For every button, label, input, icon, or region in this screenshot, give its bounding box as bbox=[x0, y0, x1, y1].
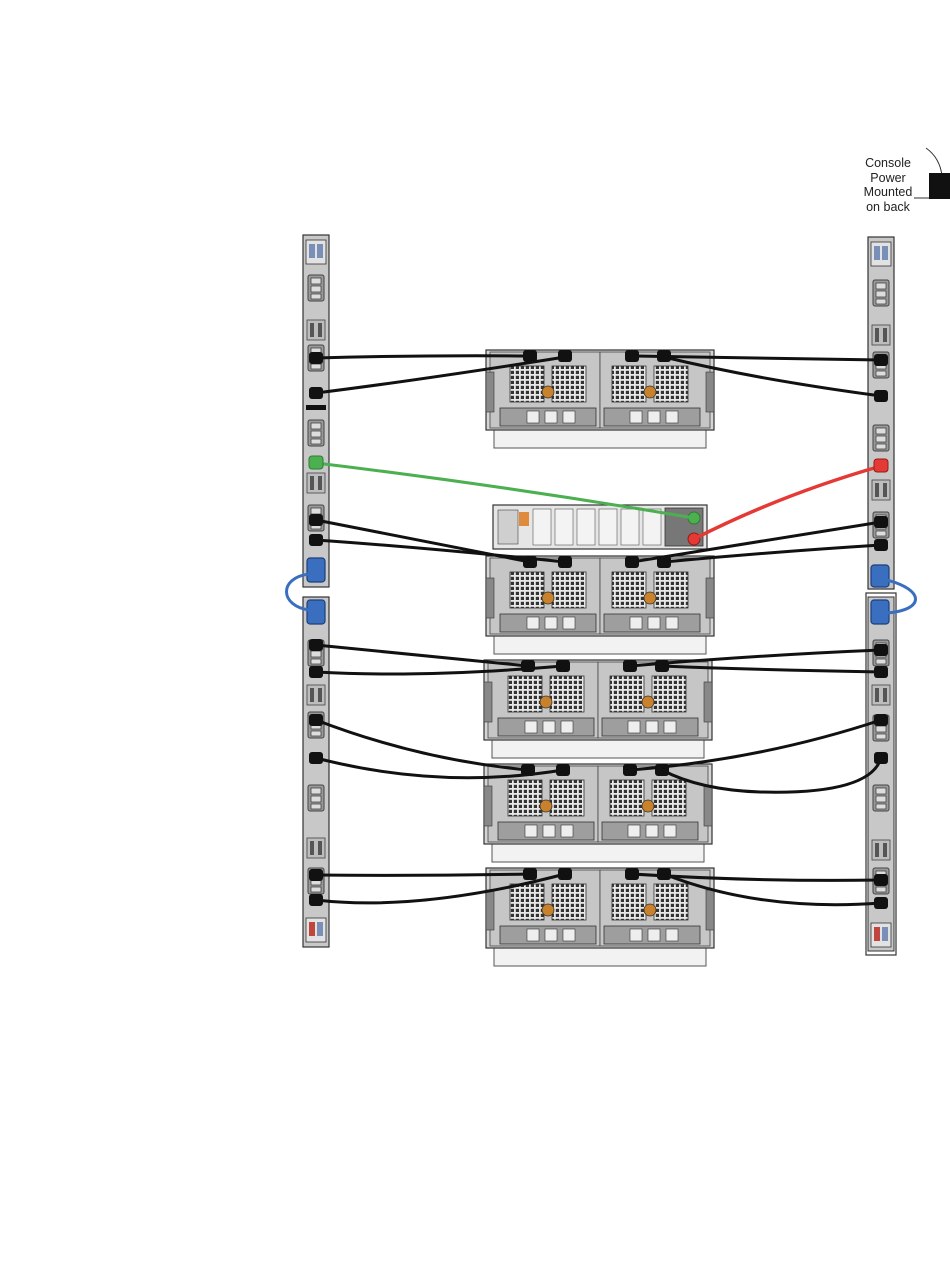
callout-line-1: Console bbox=[852, 156, 924, 171]
callout-line-3: Mounted bbox=[852, 185, 924, 200]
callout-line-2: Power bbox=[852, 171, 924, 186]
console-power-callout: Console Power Mounted on back bbox=[852, 156, 924, 214]
pdu-right-top bbox=[868, 237, 894, 589]
storage-enclosure-3 bbox=[484, 660, 712, 758]
storage-enclosure-2 bbox=[486, 556, 714, 654]
storage-enclosure-5 bbox=[486, 868, 714, 966]
callout-line-4: on back bbox=[852, 200, 924, 215]
console-unit bbox=[493, 505, 707, 549]
